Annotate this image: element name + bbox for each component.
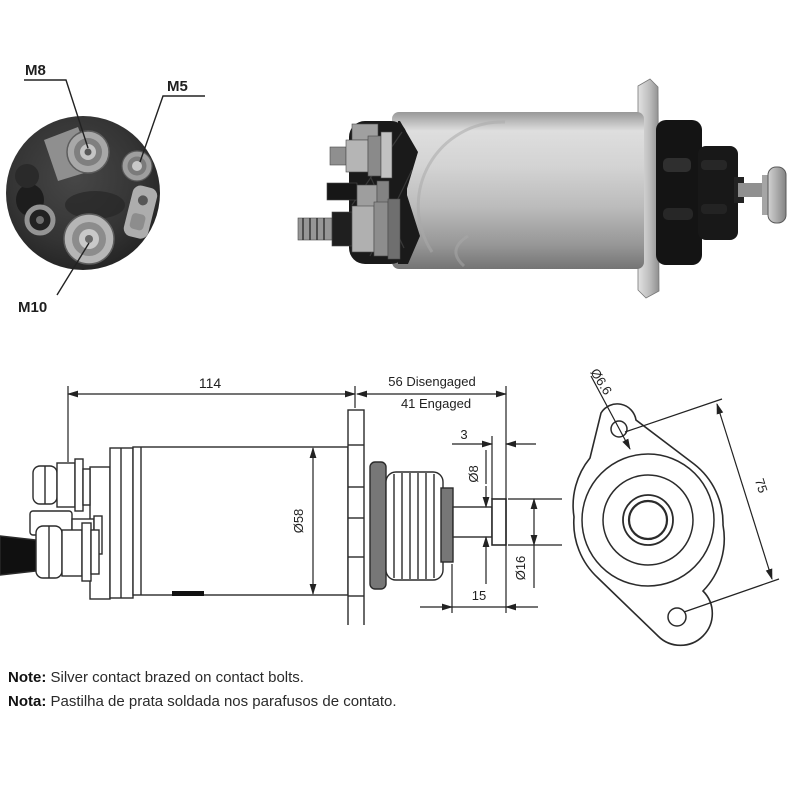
note-line-en: Note: Silver contact brazed on contact b… bbox=[8, 666, 568, 690]
plunger-pin bbox=[491, 498, 507, 546]
dim-pin-diameter: Ø16 bbox=[513, 556, 528, 581]
contact-plate bbox=[123, 185, 158, 239]
flange-outline bbox=[572, 403, 726, 647]
terminal-m10 bbox=[63, 213, 115, 265]
mounting-flange bbox=[347, 409, 365, 625]
note-text-pt: Pastilha de prata soldada nos parafusos … bbox=[50, 693, 397, 710]
photo-plunger bbox=[734, 166, 787, 224]
photo-boot bbox=[656, 120, 738, 265]
label-m8: M8 bbox=[25, 62, 46, 79]
watermark-hook bbox=[454, 234, 469, 268]
flange-circles bbox=[581, 420, 715, 627]
photo-body bbox=[392, 112, 644, 269]
dim-hole-diameter: Ø6.6 bbox=[587, 366, 615, 398]
side-view-part bbox=[0, 409, 507, 625]
dim-overall-length: 114 bbox=[199, 375, 222, 391]
weld-mark bbox=[172, 591, 204, 596]
terminal-m8 bbox=[44, 127, 110, 181]
flange-dimensions bbox=[590, 375, 780, 613]
end-view-drawing: M8 M5 M10 bbox=[6, 62, 205, 316]
photo-bolt-m10 bbox=[297, 198, 401, 260]
note-prefix-pt: Nota: bbox=[8, 693, 47, 710]
note-text-en: Silver contact brazed on contact bolts. bbox=[50, 669, 304, 686]
flange-view-drawing: Ø6.6 75 bbox=[572, 366, 780, 647]
dim-shaft-diameter: Ø8 bbox=[466, 465, 481, 482]
cap-boss bbox=[15, 164, 39, 188]
dim-disengaged: 56 Disengaged bbox=[388, 374, 475, 389]
end-view-leaders bbox=[24, 79, 205, 296]
watermark-swirl bbox=[416, 120, 506, 253]
plunger-shaft bbox=[452, 506, 493, 538]
cap-shadow bbox=[65, 191, 125, 219]
mount-hole-bottom bbox=[667, 607, 687, 627]
notes-block: Note: Silver contact brazed on contact b… bbox=[8, 666, 568, 714]
photo-terminals bbox=[297, 123, 401, 260]
note-line-pt: Nota: Pastilha de prata soldada nos para… bbox=[8, 690, 568, 714]
terminal-m5 bbox=[121, 150, 153, 182]
side-view-drawing: 114 56 Disengaged 41 Engaged 3 Ø58 Ø8 Ø1… bbox=[0, 374, 562, 625]
dim-shaft-length: 15 bbox=[472, 588, 486, 603]
photo-bolt-m8-head bbox=[329, 146, 347, 166]
mount-hole-top bbox=[610, 420, 628, 438]
dimension-lines bbox=[67, 386, 562, 613]
battery-lead bbox=[0, 535, 37, 576]
small-rivet bbox=[24, 204, 56, 236]
label-m5: M5 bbox=[167, 78, 188, 95]
terminal-bolts bbox=[0, 458, 103, 582]
boot-end-cap bbox=[440, 487, 454, 563]
dim-body-diameter: Ø58 bbox=[291, 509, 306, 534]
boot-ribs bbox=[385, 471, 444, 581]
solenoid-body bbox=[132, 446, 349, 596]
boot-collar bbox=[369, 461, 387, 590]
note-prefix-en: Note: bbox=[8, 669, 47, 686]
photo-stud-m5 bbox=[326, 182, 358, 201]
photo-pin bbox=[767, 166, 787, 224]
dim-engaged: 41 Engaged bbox=[401, 396, 471, 411]
dim-hole-spacing: 75 bbox=[752, 476, 771, 494]
dim-pin-thickness: 3 bbox=[460, 427, 467, 442]
end-view-body bbox=[6, 116, 160, 270]
product-photo bbox=[297, 78, 787, 299]
label-m10: M10 bbox=[18, 299, 47, 316]
